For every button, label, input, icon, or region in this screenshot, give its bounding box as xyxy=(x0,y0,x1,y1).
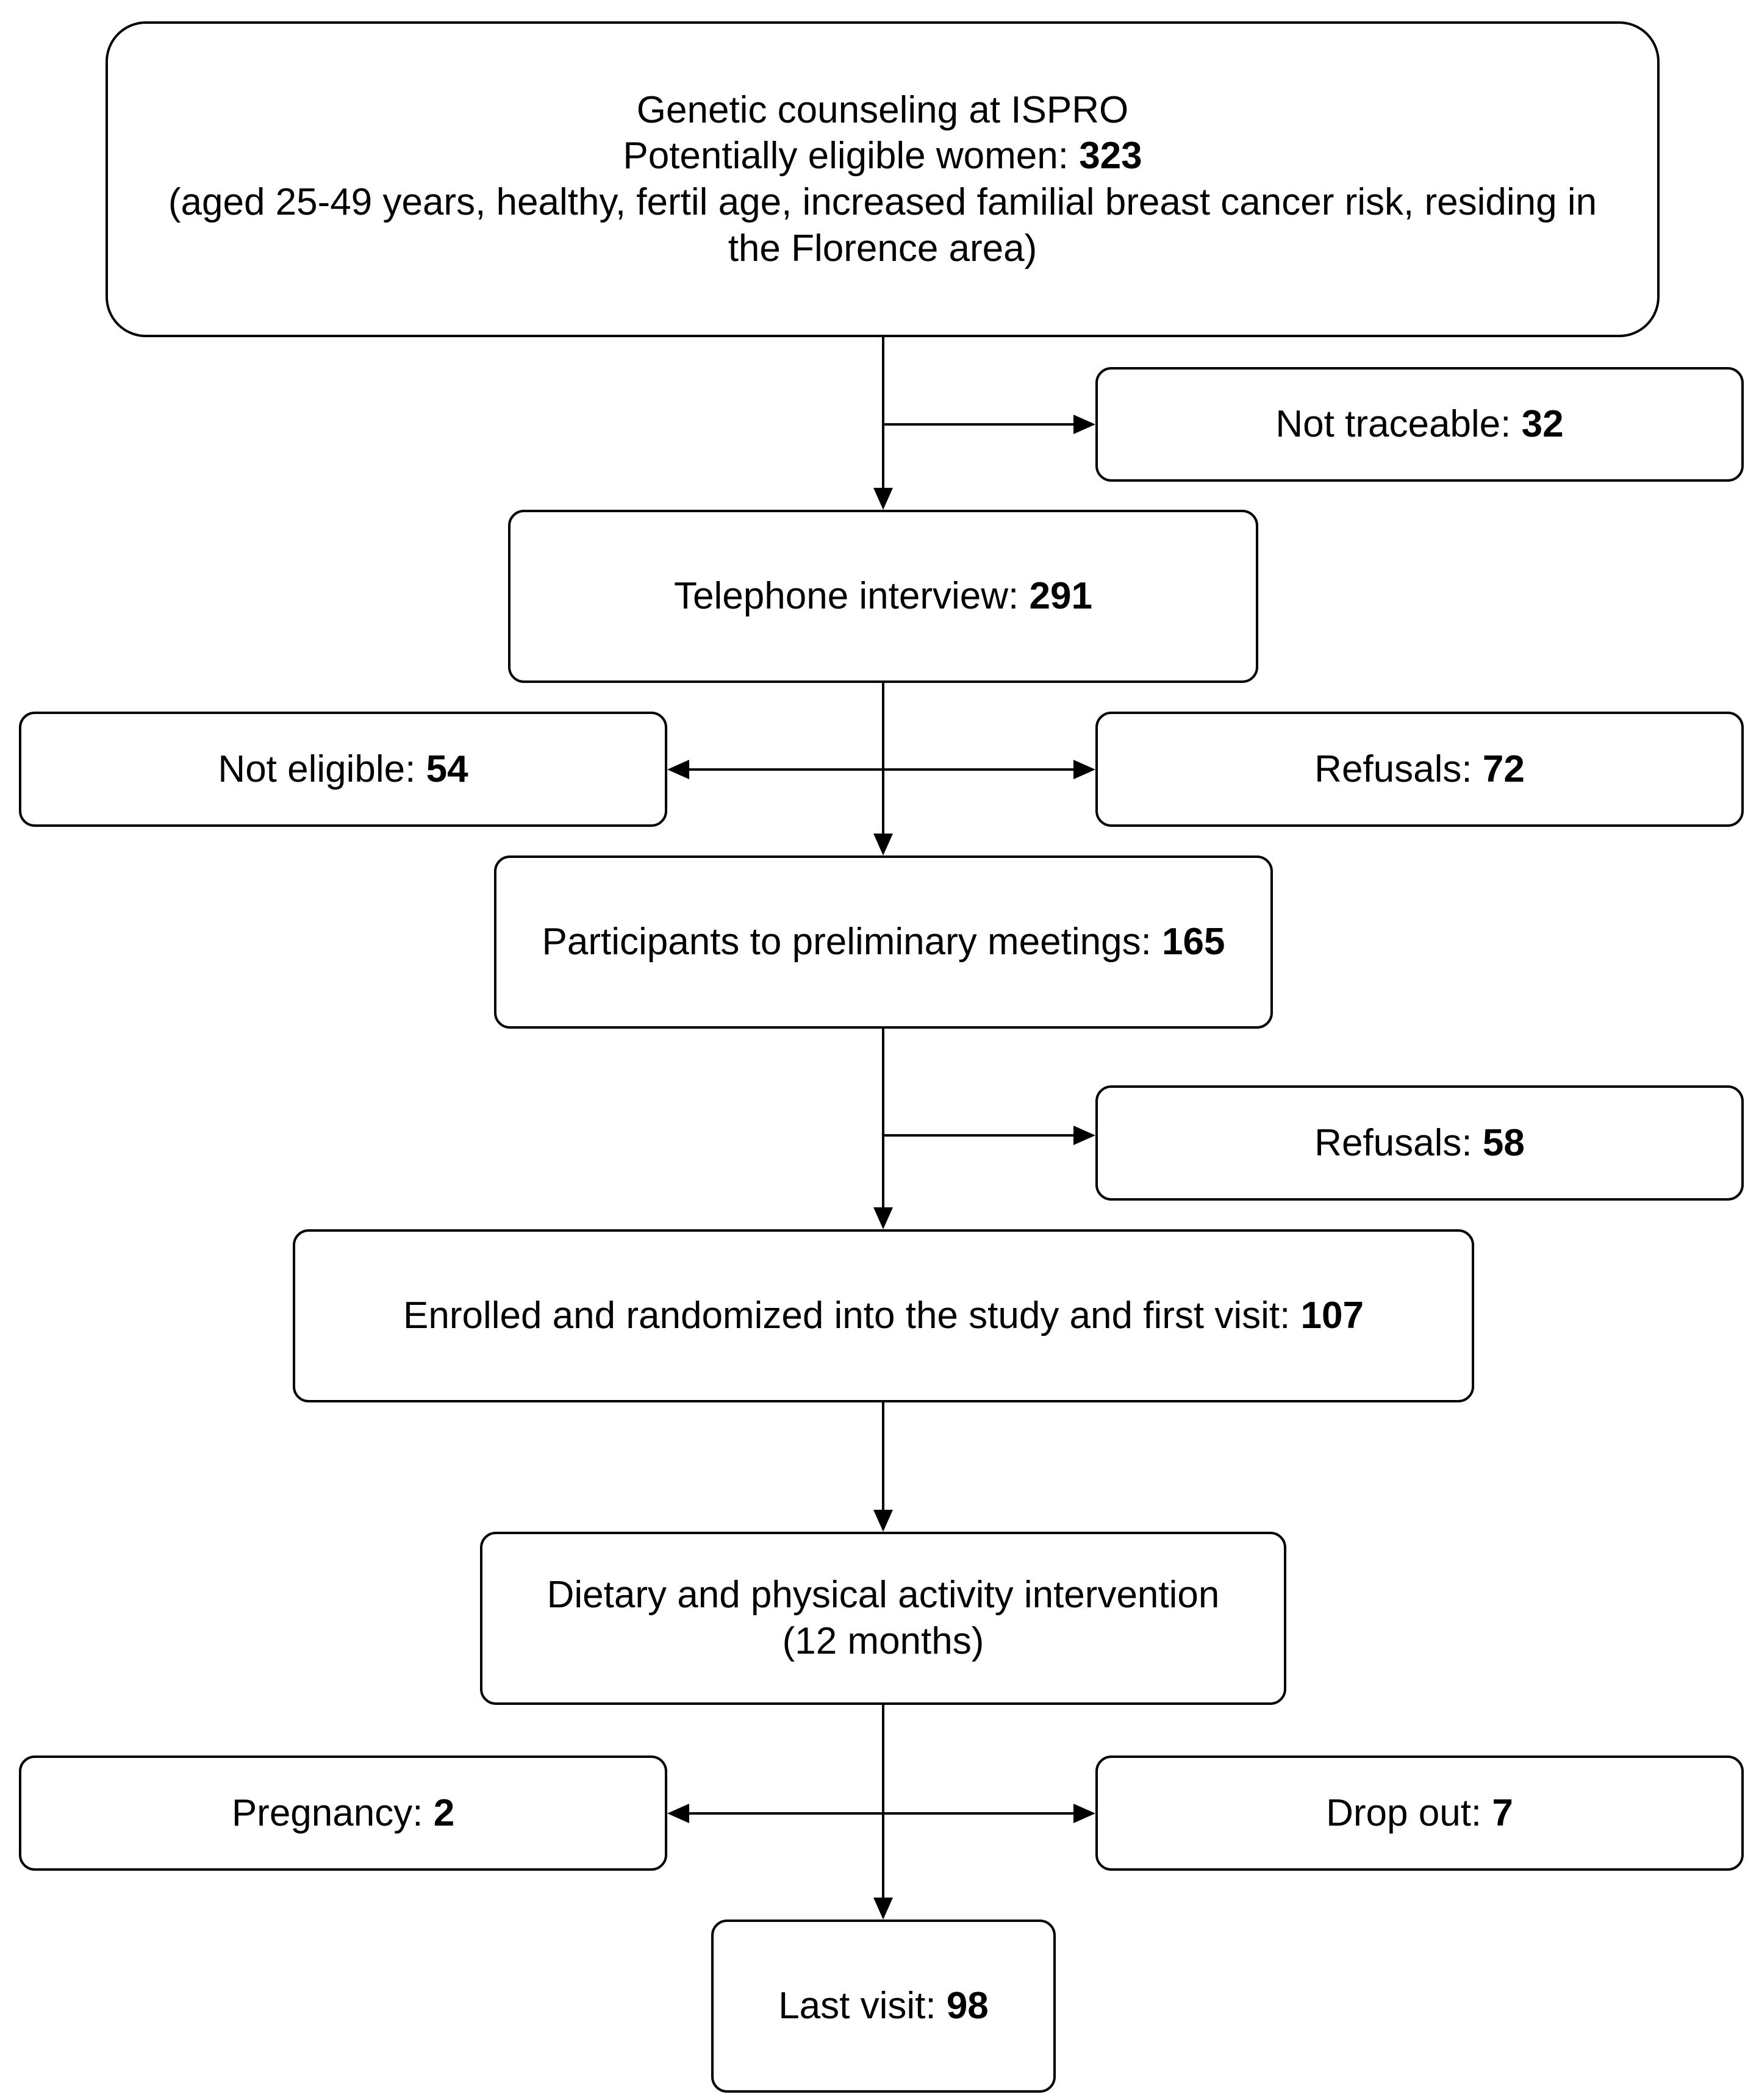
pregnancy-box: Pregnancy: 2 xyxy=(19,1755,667,1871)
last-visit-line: Last visit: 98 xyxy=(778,1983,989,2029)
not-eligible-count: 54 xyxy=(426,748,468,790)
not-traceable-count: 32 xyxy=(1521,403,1564,446)
not-eligible-label: Not eligible: xyxy=(218,748,426,790)
arrowhead-right-not-traceable xyxy=(1073,415,1095,434)
arrowhead-down-preliminary xyxy=(873,834,893,855)
enrolled-line: Enrolled and randomized into the study a… xyxy=(403,1293,1364,1339)
arrowhead-down-telephone xyxy=(873,488,893,510)
counseling-box: Genetic counseling at ISPRO Potentially … xyxy=(106,21,1660,337)
arrowhead-left-not-eligible xyxy=(667,760,689,779)
drop-out-box: Drop out: 7 xyxy=(1095,1755,1744,1871)
arrowhead-right-drop-out xyxy=(1073,1804,1095,1823)
arrowhead-down-last-visit xyxy=(873,1898,893,1920)
arrowhead-down-enrolled xyxy=(873,1207,893,1229)
pregnancy-line: Pregnancy: 2 xyxy=(232,1790,454,1837)
last-visit-count: 98 xyxy=(946,1985,989,2027)
telephone-interview-count: 291 xyxy=(1029,575,1092,618)
preliminary-meetings-box: Participants to preliminary meetings: 16… xyxy=(494,855,1273,1029)
refusals-2-line: Refusals: 58 xyxy=(1314,1120,1525,1166)
telephone-interview-line: Telephone interview: 291 xyxy=(674,573,1092,620)
pregnancy-count: 2 xyxy=(433,1791,455,1834)
pregnancy-label: Pregnancy: xyxy=(231,1791,434,1834)
intervention-duration: (12 months) xyxy=(782,1620,984,1662)
not-eligible-box: Not eligible: 54 xyxy=(19,712,667,827)
refusals-2-label: Refusals: xyxy=(1314,1121,1483,1164)
refusals-box-1: Refusals: 72 xyxy=(1095,712,1744,827)
counseling-title: Genetic counseling at ISPRO xyxy=(636,88,1129,131)
arrowhead-right-refusals-2 xyxy=(1073,1126,1095,1145)
preliminary-meetings-line: Participants to preliminary meetings: 16… xyxy=(542,919,1225,965)
eligible-women-label: Potentially eligible women: xyxy=(623,135,1080,177)
drop-out-count: 7 xyxy=(1492,1791,1513,1834)
intervention-box: Dietary and physical activity interventi… xyxy=(480,1532,1286,1705)
arrowhead-left-pregnancy xyxy=(667,1804,689,1823)
not-eligible-line: Not eligible: 54 xyxy=(218,746,468,793)
last-visit-box: Last visit: 98 xyxy=(711,1920,1056,2093)
refusals-1-count: 72 xyxy=(1482,748,1525,790)
drop-out-label: Drop out: xyxy=(1326,1791,1492,1834)
enrolled-box: Enrolled and randomized into the study a… xyxy=(293,1229,1474,1402)
preliminary-meetings-label: Participants to preliminary meetings: xyxy=(542,921,1163,963)
arrowhead-right-refusals-1 xyxy=(1073,760,1095,779)
arrowhead-down-intervention xyxy=(873,1510,893,1532)
not-traceable-box: Not traceable: 32 xyxy=(1095,367,1744,482)
telephone-interview-box: Telephone interview: 291 xyxy=(508,510,1258,683)
refusals-box-2: Refusals: 58 xyxy=(1095,1085,1744,1201)
not-traceable-label: Not traceable: xyxy=(1275,403,1522,446)
last-visit-label: Last visit: xyxy=(778,1985,947,2027)
preliminary-meetings-count: 165 xyxy=(1162,921,1225,963)
drop-out-line: Drop out: 7 xyxy=(1326,1790,1513,1837)
refusals-1-label: Refusals: xyxy=(1314,748,1483,790)
enrolled-count: 107 xyxy=(1300,1295,1364,1337)
refusals-1-line: Refusals: 72 xyxy=(1314,746,1525,793)
eligible-women-count: 323 xyxy=(1079,135,1142,177)
telephone-interview-label: Telephone interview: xyxy=(674,575,1030,618)
eligible-women-line: Potentially eligible women: 323 xyxy=(623,133,1142,179)
enrolled-label: Enrolled and randomized into the study a… xyxy=(403,1295,1301,1337)
intervention-title: Dietary and physical activity interventi… xyxy=(546,1574,1220,1616)
eligibility-criteria-line1: (aged 25-49 years, healthy, fertil age, … xyxy=(168,181,1597,223)
refusals-2-count: 58 xyxy=(1482,1121,1525,1164)
not-traceable-line: Not traceable: 32 xyxy=(1275,401,1563,448)
eligibility-criteria-line2: the Florence area) xyxy=(728,227,1037,270)
